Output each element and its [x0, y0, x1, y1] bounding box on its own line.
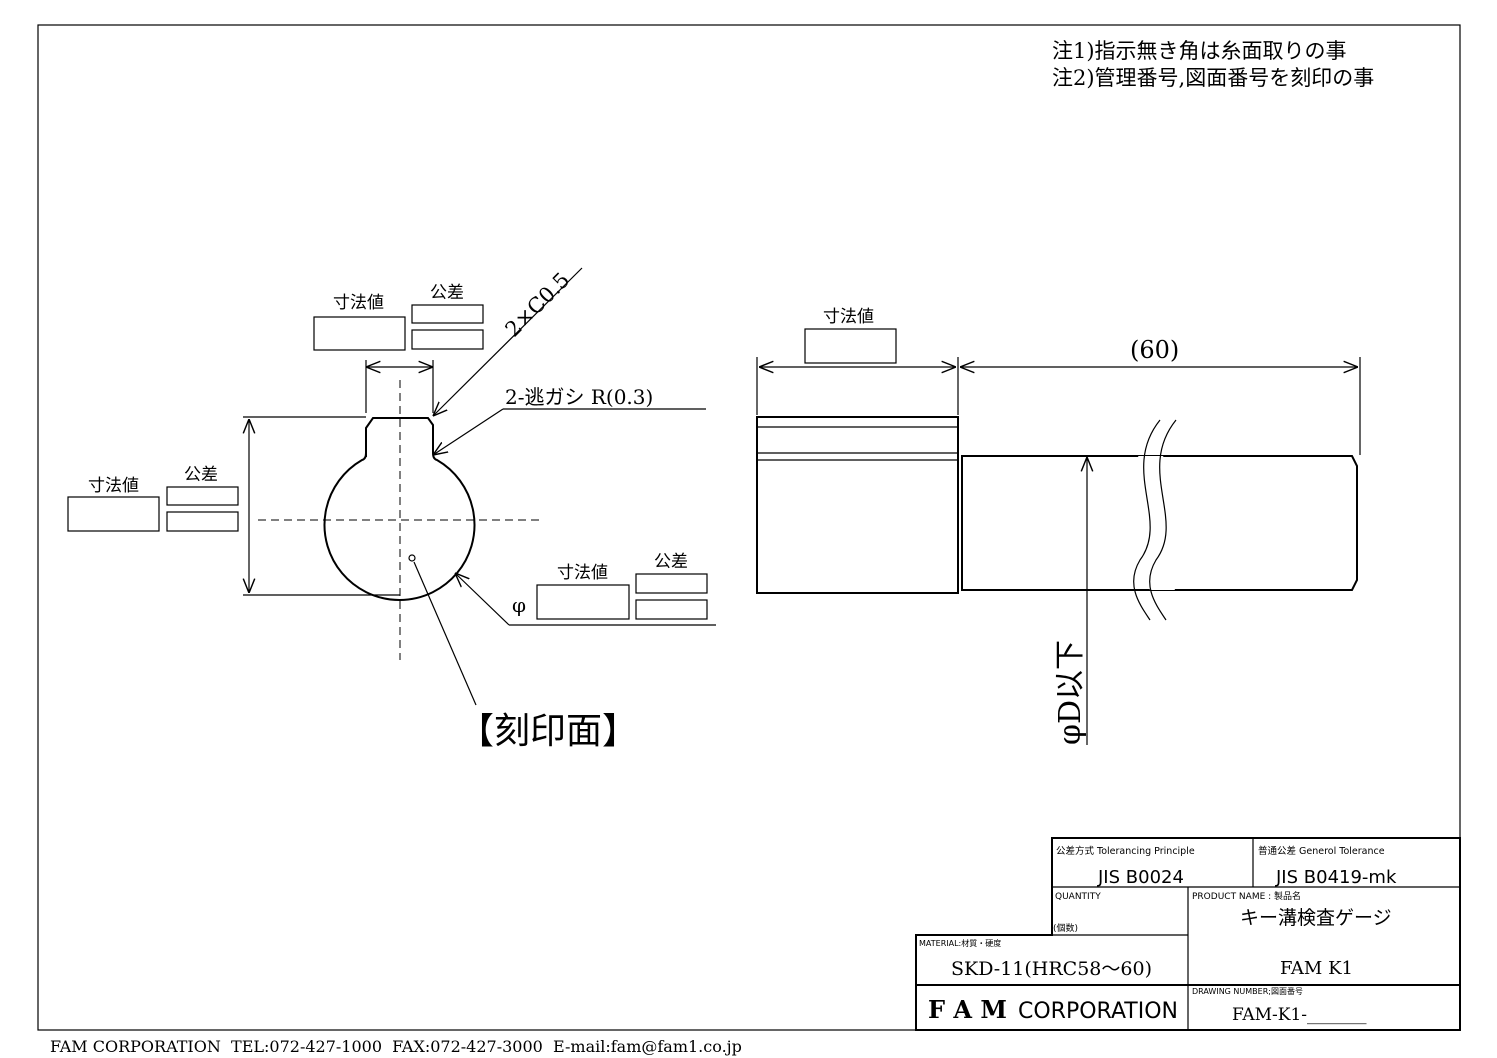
material-label: MATERIAL:材質・硬度: [919, 938, 1001, 948]
product-name: キー溝検査ゲージ: [1240, 907, 1392, 929]
length-label: (60): [1130, 336, 1179, 364]
phi-tol-upper-box[interactable]: [635, 573, 708, 594]
note-2: 注2)管理番号,図面番号を刻印の事: [1052, 66, 1374, 90]
left-tol-lower-box[interactable]: [166, 511, 239, 532]
relief-leader: [433, 408, 504, 455]
stamp-face-label: 【刻印面】: [458, 711, 638, 752]
notes: 注1)指示無き角は糸面取りの事 注2)管理番号,図面番号を刻印の事: [1052, 39, 1374, 90]
head-dim-box[interactable]: [804, 328, 897, 364]
break-line-2: [1149, 419, 1177, 621]
knurled-shaft: [961, 455, 1358, 591]
stamp-leader: [413, 561, 477, 706]
general-tolerance-value: JIS B0419-mk: [1275, 867, 1397, 888]
quantity-label: QUANTITY: [1055, 892, 1101, 902]
quantity-label-jp: (個数): [1053, 922, 1078, 934]
phi-dim-label: 寸法値: [557, 563, 608, 583]
end-view: 【刻印面】 寸法値 公差 2×C0.5 2-逃ガシ R(0.3) 寸法値 公差 …: [67, 267, 716, 752]
drawing-number-label: DRAWING NUMBER;図面番号: [1192, 986, 1303, 996]
break-line-1: [1133, 419, 1161, 621]
diameter-below-label: φD以下: [1053, 640, 1088, 745]
phi-tol-lower-box[interactable]: [635, 599, 708, 620]
chamfer-label: 2×C0.5: [501, 268, 575, 342]
footer-contact: FAM CORPORATION TEL:072-427-1000 FAX:072…: [50, 1037, 742, 1056]
phi-dim-box[interactable]: [536, 584, 630, 620]
company-logo-bold: F A M: [928, 995, 1007, 1024]
top-dim-box[interactable]: [313, 316, 406, 351]
left-tol-upper-box[interactable]: [166, 486, 239, 506]
relief-label: 2-逃ガシ R(0.3): [505, 385, 653, 409]
gauge-head: [756, 416, 959, 594]
top-tol-label: 公差: [430, 283, 464, 303]
drawing-number: FAM-K1-_______: [1232, 1005, 1367, 1025]
diameter-leader: [455, 573, 510, 626]
title-block: 公差方式 Tolerancing Principle JIS B0024 普通公…: [915, 837, 1461, 1031]
phi-tol-label: 公差: [654, 552, 688, 572]
left-dim-box[interactable]: [67, 496, 160, 532]
drawing-frame: [37, 24, 1461, 1031]
top-tol-lower-box[interactable]: [411, 329, 484, 350]
side-view: 寸法値 (60) φD以下: [756, 307, 1361, 745]
phi-symbol: φ: [512, 593, 526, 617]
product-name-label: PRODUCT NAME : 製品名: [1192, 890, 1301, 902]
tolerancing-principle-label: 公差方式 Tolerancing Principle: [1056, 845, 1195, 857]
left-dim-label: 寸法値: [88, 476, 139, 496]
top-dim-label: 寸法値: [333, 293, 384, 313]
keyway-profile: [323, 417, 476, 601]
material-value: SKD-11(HRC58～60): [951, 958, 1152, 980]
company-logo-rest: CORPORATION: [1018, 999, 1178, 1024]
note-1: 注1)指示無き角は糸面取りの事: [1052, 39, 1347, 63]
product-model: FAM K1: [1280, 958, 1353, 979]
top-tol-upper-box[interactable]: [411, 304, 484, 324]
stamp-point: [408, 554, 416, 562]
head-dim-label: 寸法値: [823, 307, 874, 327]
left-tol-label: 公差: [184, 465, 218, 485]
chamfer-leader: [433, 267, 583, 416]
tolerancing-principle-value: JIS B0024: [1097, 867, 1184, 888]
general-tolerance-label: 普通公差 Generol Tolerance: [1258, 845, 1385, 857]
